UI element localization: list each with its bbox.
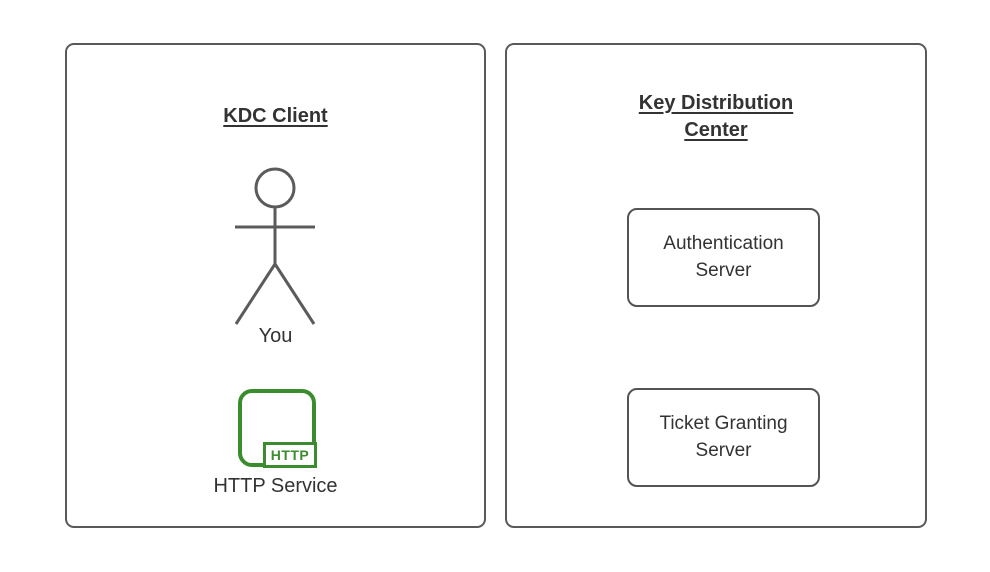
http-service-label: HTTP Service — [213, 475, 338, 497]
kdc-title: Key Distribution Center — [638, 92, 794, 141]
actor-label: You — [258, 325, 293, 347]
http-service-icon: HTTP — [238, 389, 317, 468]
authentication-server-node: Authentication Server — [627, 208, 820, 307]
http-badge-label: HTTP — [263, 442, 317, 468]
key-distribution-center-panel: Key Distribution Center Authentication S… — [505, 43, 927, 528]
person-icon — [234, 167, 316, 325]
ticket-granting-server-node: Ticket Granting Server — [627, 388, 820, 487]
kdc-client-title: KDC Client — [223, 105, 328, 127]
kdc-client-panel: KDC Client You HTTP HTTP Service — [65, 43, 486, 528]
